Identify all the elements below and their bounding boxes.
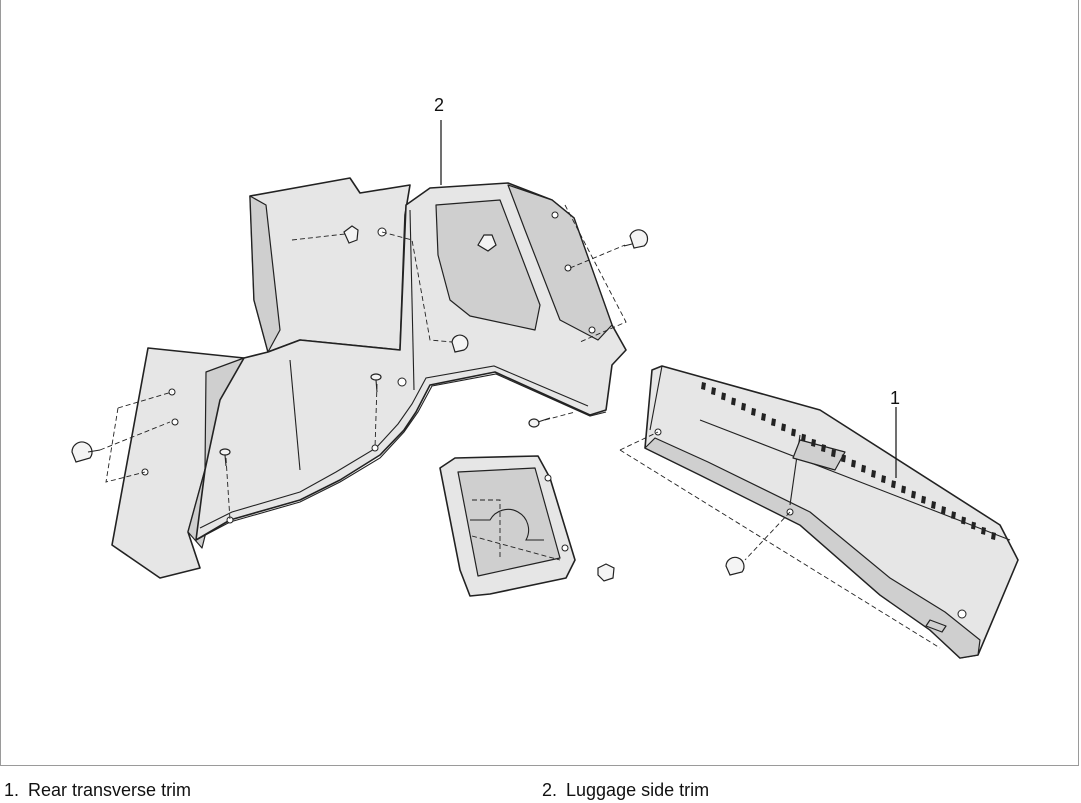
vent-slot	[931, 500, 936, 509]
vent-slot	[871, 469, 876, 478]
trim-vent-slots	[701, 382, 996, 540]
legend-label: Rear transverse trim	[28, 780, 192, 800]
push-pin-icon	[451, 334, 469, 353]
vent-slot	[741, 402, 746, 411]
legend-item-1: 1. Rear transverse trim	[4, 779, 191, 801]
vent-slot	[801, 433, 806, 442]
vent-slot	[711, 387, 716, 396]
legend-number: 2.	[542, 780, 558, 800]
vent-slot	[821, 444, 826, 453]
vent-slot	[851, 459, 856, 468]
side-trim-wing-face	[249, 195, 281, 353]
legend-item-2: 2. Luggage side trim	[542, 779, 709, 801]
vent-slot	[701, 382, 706, 390]
vent-slot	[881, 475, 886, 484]
side-trim-rear-column	[507, 184, 613, 341]
screw-icon	[528, 417, 551, 428]
side-trim-window-recess	[435, 199, 541, 331]
vent-slot	[761, 413, 766, 422]
transverse-trim-fixing-lines	[619, 431, 941, 649]
legend-label: Luggage side trim	[566, 780, 710, 800]
vent-slot	[731, 397, 736, 406]
clip-icon	[597, 563, 615, 582]
push-pin-icon	[623, 229, 649, 249]
vent-slot	[751, 407, 756, 416]
vent-slot	[951, 511, 956, 520]
vent-slot	[861, 464, 866, 473]
diagram-frame	[0, 0, 1079, 766]
legend-number: 1.	[4, 780, 20, 800]
vent-slot	[961, 516, 966, 525]
push-pin-icon	[71, 441, 101, 463]
callout-number: 2	[434, 95, 445, 115]
vent-slot	[771, 418, 776, 427]
vent-slot	[941, 506, 946, 515]
vent-slot	[891, 480, 896, 489]
vent-slot	[901, 485, 906, 494]
vent-slot	[791, 428, 796, 437]
clip-icon	[343, 225, 359, 244]
vent-slot	[781, 423, 786, 432]
rear-transverse-trim	[644, 365, 1019, 659]
vent-slot	[721, 392, 726, 401]
vent-slot	[971, 521, 976, 530]
side-trim-fasteners	[71, 225, 649, 467]
vent-slot	[991, 532, 996, 540]
push-pin-icon	[725, 556, 745, 576]
side-trim-fixing-lines	[99, 204, 627, 521]
vent-slot	[841, 454, 846, 463]
callout-1: 1	[890, 389, 900, 407]
vent-slot	[831, 449, 836, 458]
small-trim-cover	[439, 455, 576, 597]
callout-2: 2	[434, 96, 444, 114]
vent-slot	[981, 526, 986, 535]
exploded-view-drawing: .part { fill: #e6e6e6; stroke: #222; str…	[71, 120, 1019, 659]
screw-icon	[219, 448, 231, 467]
vent-slot	[911, 490, 916, 499]
vent-slot	[811, 438, 816, 447]
callout-number: 1	[890, 388, 901, 408]
luggage-side-trim	[111, 177, 627, 579]
clip-icon	[477, 234, 497, 252]
screw-icon	[370, 373, 382, 393]
vent-slot	[921, 495, 926, 504]
